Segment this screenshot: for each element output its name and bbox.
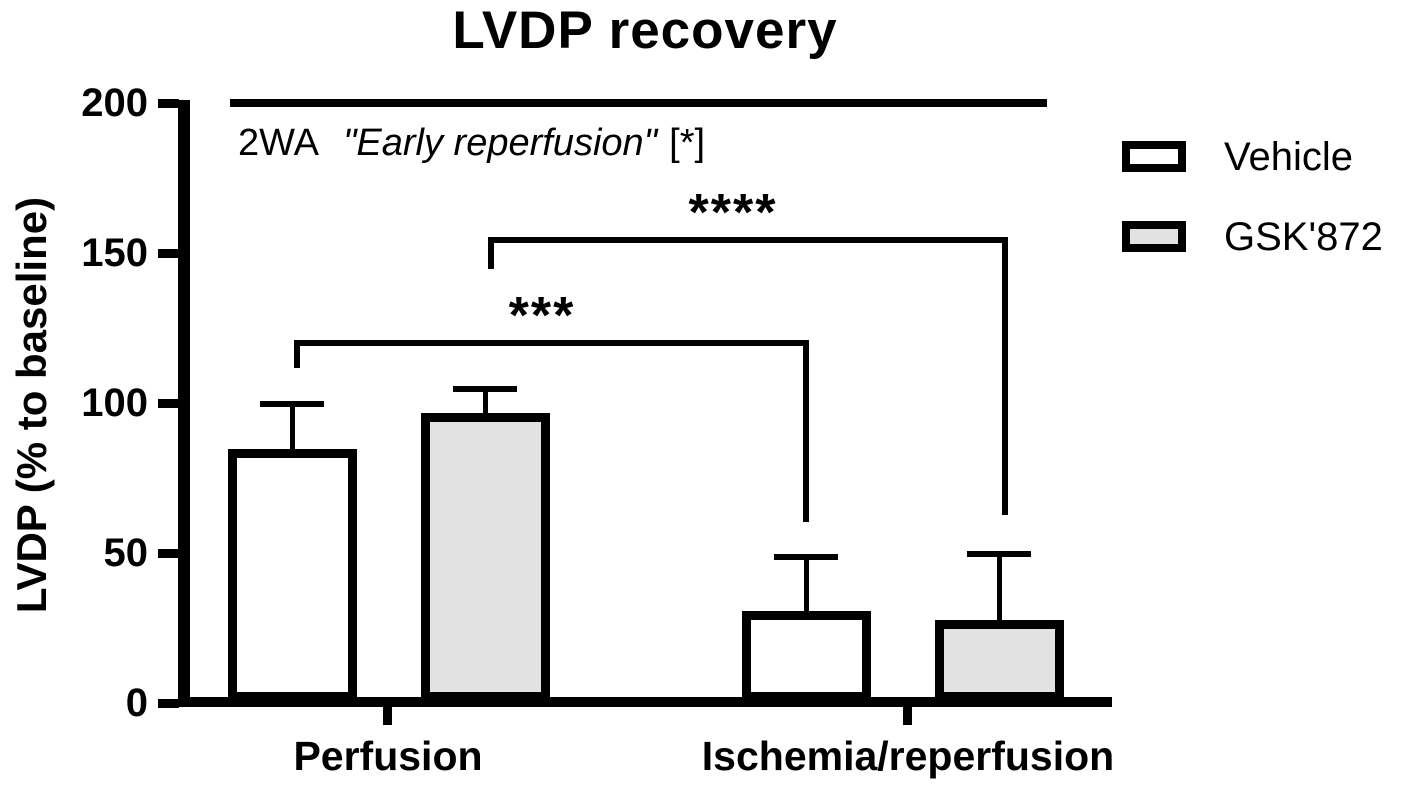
bar-vehicle-perfusion (227, 449, 357, 701)
y-tick-100 (158, 399, 179, 408)
sig-bracket-3star-right-leg (803, 340, 809, 522)
bar-gsk872-perfusion (420, 413, 550, 701)
y-tick-label: 150 (81, 231, 148, 275)
anova-annotation-text: 2WA "Early reperfusion" [*] (238, 122, 705, 165)
legend-swatch-gsk872 (1122, 221, 1186, 252)
chart-title: LVDP recovery (452, 1, 838, 60)
y-tick-label: 0 (125, 681, 148, 725)
sig-label-3star: *** (508, 287, 576, 345)
error-bar-cap-vehicle-perfusion (260, 401, 324, 407)
bar-vehicle-ischemia (741, 611, 871, 701)
x-tick-perfusion (383, 707, 392, 725)
x-tick-ischemia (903, 707, 912, 725)
sig-label-4star: **** (688, 184, 778, 242)
legend-label-gsk872: GSK'872 (1224, 215, 1383, 259)
y-tick-200 (158, 99, 179, 108)
annotation-italic: "Early reperfusion" (342, 122, 658, 164)
y-tick-label: 200 (81, 81, 148, 125)
error-bar-cap-vehicle-ischemia (774, 554, 838, 560)
sig-bracket-3star-horizontal (294, 340, 809, 346)
sig-bracket-4star-horizontal (488, 237, 1008, 243)
y-tick-label: 100 (81, 381, 148, 425)
sig-bracket-4star-right-leg (1002, 237, 1008, 515)
error-bar-stem-gsk872-perfusion (482, 386, 488, 413)
y-tick-0 (158, 699, 179, 708)
error-bar-stem-vehicle-perfusion (289, 401, 295, 449)
error-bar-stem-vehicle-ischemia (803, 554, 809, 611)
x-category-label-ischemia: Ischemia/reperfusion (701, 733, 1115, 779)
y-tick-150 (158, 249, 179, 258)
error-bar-cap-gsk872-perfusion (453, 386, 517, 392)
sig-bracket-4star-left-leg (488, 237, 494, 269)
x-axis-line (178, 697, 1112, 707)
legend-swatch-vehicle (1122, 141, 1186, 172)
legend-label-vehicle: Vehicle (1224, 135, 1353, 179)
y-tick-label: 50 (103, 531, 149, 575)
error-bar-cap-gsk872-ischemia (967, 551, 1031, 557)
sig-bracket-3star-left-leg (294, 340, 300, 368)
y-axis-line (178, 100, 190, 707)
error-bar-stem-gsk872-ischemia (996, 551, 1002, 620)
anova-annotation-line (230, 99, 1047, 107)
y-tick-50 (158, 549, 179, 558)
annotation-suffix: [*] (669, 122, 706, 164)
bar-gsk872-ischemia (934, 620, 1064, 701)
x-category-label-perfusion: Perfusion (293, 733, 483, 779)
annotation-prefix: 2WA (238, 122, 319, 164)
